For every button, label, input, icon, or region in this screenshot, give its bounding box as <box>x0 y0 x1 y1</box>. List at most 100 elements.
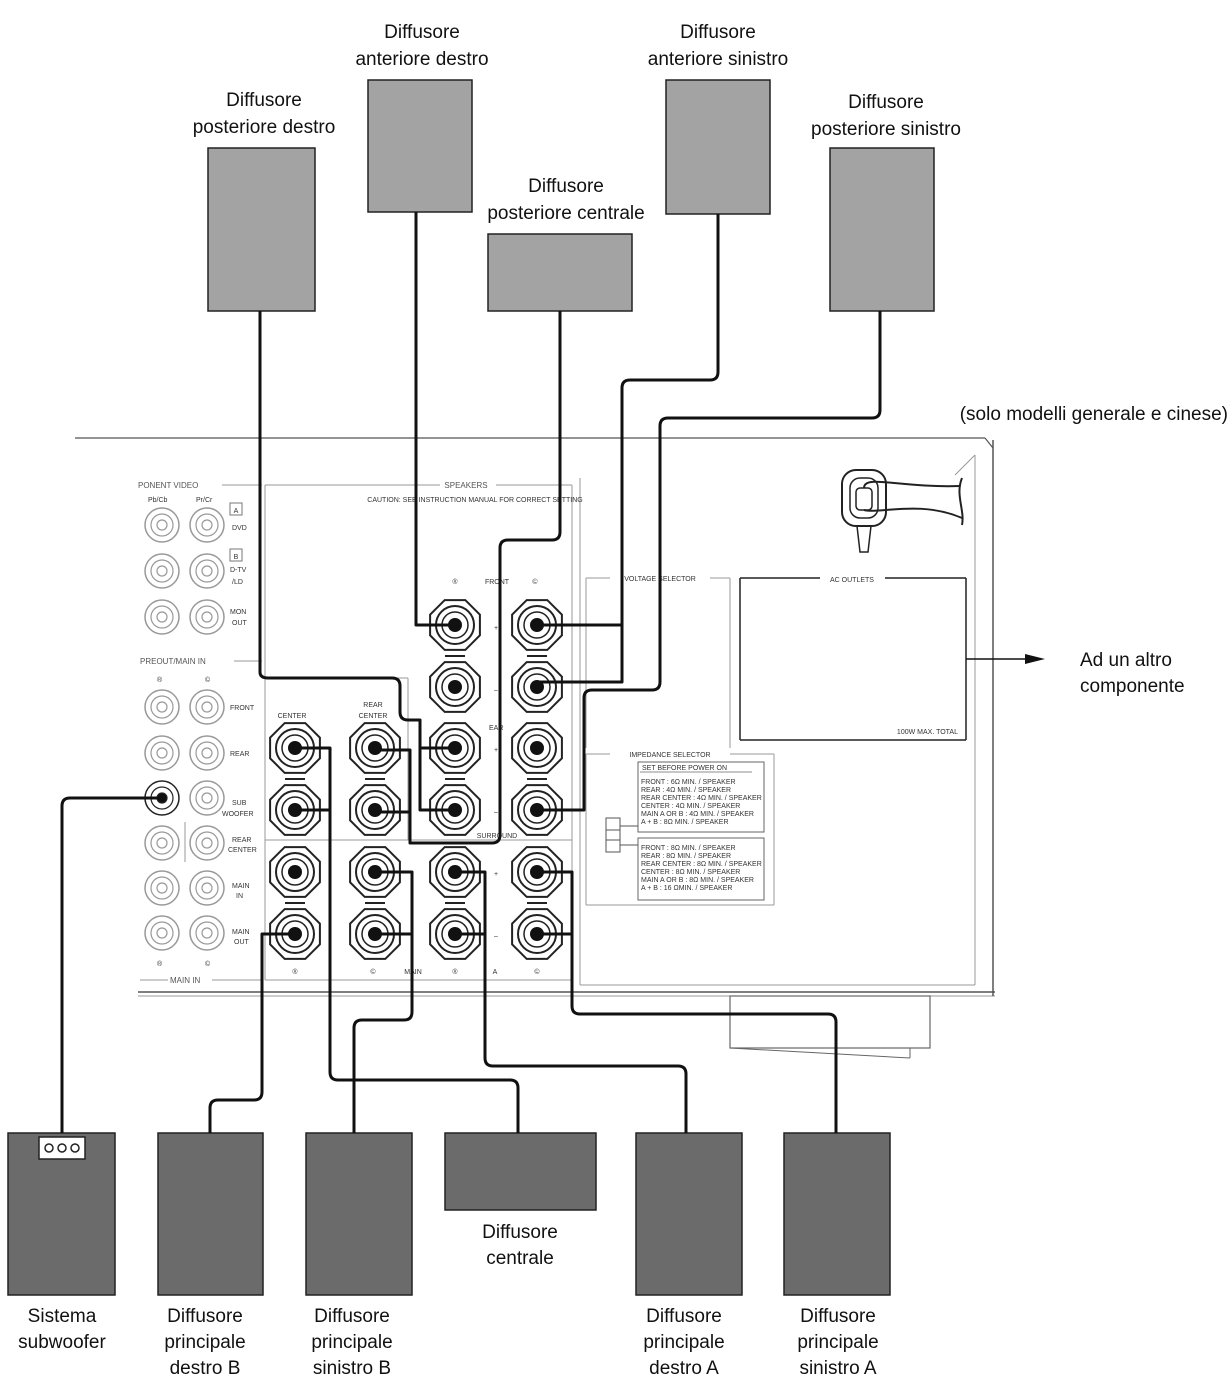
main-right-b-line-1: Diffusore <box>167 1306 243 1327</box>
rca-jack[interactable] <box>144 507 180 543</box>
wire-main-left-a <box>537 932 838 1133</box>
wire-front-right <box>414 212 455 627</box>
mon-label: MON <box>230 609 246 616</box>
rca-jack[interactable] <box>189 689 225 725</box>
main-right-b-line-3: destro B <box>170 1358 241 1379</box>
a-l-mark: © <box>534 968 540 976</box>
set-before-label: SET BEFORE POWER ON <box>642 765 727 772</box>
a-r-mark: ® <box>452 968 458 976</box>
dtv-label: D-TV <box>230 567 247 574</box>
rear-center-label-2: CENTER <box>359 713 388 720</box>
woofer-label: WOOFER <box>222 811 254 818</box>
main-plus: + <box>494 871 498 878</box>
rca-jack[interactable] <box>189 870 225 906</box>
b-l-mark: © <box>370 968 376 976</box>
speakers-label: SPEAKERS <box>444 481 487 490</box>
impedance-row: FRONT : 6Ω MIN. / SPEAKER <box>641 779 736 786</box>
impedance-row: REAR : 8Ω MIN. / SPEAKER <box>641 853 731 860</box>
speaker-main-right-a: Diffusore principale destro A <box>635 1132 743 1379</box>
main-right-a-line-2: principale <box>643 1332 724 1353</box>
b-r-mark: ® <box>292 968 298 976</box>
main-left-b-line-3: sinistro B <box>313 1358 391 1379</box>
speaker-front-left: Diffusore anteriore sinistro <box>648 22 788 215</box>
wire-center <box>295 746 520 1133</box>
rca-jack[interactable] <box>144 915 180 951</box>
ac-outlets-label: AC OUTLETS <box>830 577 874 584</box>
speaker-center: Diffusore centrale <box>444 1132 597 1269</box>
rca-jack[interactable] <box>189 599 225 635</box>
binding-post[interactable] <box>269 846 321 898</box>
ac-outlets: AC OUTLETS 100W MAX. TOTAL Ad un altro c… <box>739 577 1185 741</box>
binding-post[interactable] <box>349 722 401 774</box>
rca-jack[interactable] <box>144 553 180 589</box>
main-left-b-line-1: Diffusore <box>314 1306 390 1327</box>
wire-rear-center <box>375 311 562 845</box>
speaker-main-left-b: Diffusore principale sinistro B <box>305 1132 413 1379</box>
main-left-b-line-2: principale <box>311 1332 392 1353</box>
speaker-terminals <box>269 599 563 960</box>
rca-jack[interactable] <box>144 735 180 771</box>
binding-post[interactable] <box>511 722 563 774</box>
rear-plus: + <box>494 747 498 754</box>
binding-post[interactable] <box>511 661 563 713</box>
speaker-rear-left: Diffusore posteriore sinistro <box>811 92 961 312</box>
impedance-selector-label: IMPEDANCE SELECTOR <box>629 752 710 759</box>
dvd-label: DVD <box>232 525 247 532</box>
rca-jacks <box>144 507 225 951</box>
speaker-wires <box>60 212 882 1133</box>
main-in-jack-label-2: IN <box>236 893 243 900</box>
rca-jack[interactable] <box>144 825 180 861</box>
main-right-b-line-2: principale <box>164 1332 245 1353</box>
power-cord-icon <box>841 469 964 553</box>
wire-front-left <box>537 214 720 627</box>
impedance-row: MAIN A OR B : 4Ω MIN. / SPEAKER <box>641 811 754 818</box>
impedance-row: REAR CENTER : 4Ω MIN. / SPEAKER <box>641 795 762 802</box>
rca-jack[interactable] <box>189 780 225 816</box>
subwoofer: Sistema subwoofer <box>7 1132 116 1353</box>
rca-jack[interactable] <box>189 825 225 861</box>
a-mark: A <box>493 969 498 976</box>
rca-jack[interactable] <box>144 780 180 816</box>
front-r-mark: ® <box>452 578 458 586</box>
impedance-row: A + B : 8Ω MIN. / SPEAKER <box>641 819 729 826</box>
rca-jack[interactable] <box>189 915 225 951</box>
rca-jack[interactable] <box>189 735 225 771</box>
wire-main-left-b-neg <box>352 932 414 1133</box>
binding-post[interactable] <box>429 661 481 713</box>
dvd-letter: A <box>234 508 239 515</box>
wire-front-left-neg <box>537 625 624 684</box>
main-left-a-line-3: sinistro A <box>799 1358 876 1379</box>
mon-out-label: OUT <box>232 620 248 627</box>
impedance-switch-icon <box>605 817 621 853</box>
binding-post[interactable] <box>349 784 401 836</box>
panel-foot <box>729 995 931 1049</box>
front-minus: – <box>494 687 498 694</box>
main-minus: – <box>494 933 498 940</box>
speaker-terminal-section: SPEAKERS CAUTION: SEE INSTRUCTION MANUAL… <box>264 481 583 981</box>
component-video-label: PONENT VIDEO <box>138 481 198 490</box>
main-out-jack-label: MAIN <box>232 929 250 936</box>
center-terminals-label: CENTER <box>278 713 307 720</box>
impedance-row: MAIN A OR B : 8Ω MIN. / SPEAKER <box>641 877 754 884</box>
wire-main-left-a-pos <box>537 870 574 934</box>
center-line-1: Diffusore <box>482 1222 558 1243</box>
surround-label: SURROUND <box>477 833 517 840</box>
preout-label: PREOUT/MAIN IN <box>140 657 206 666</box>
caution-label: CAUTION: SEE INSTRUCTION MANUAL FOR CORR… <box>367 497 582 504</box>
rear-center-line-1: Diffusore <box>528 176 604 197</box>
speaker-front-right: Diffusore anteriore destro <box>355 22 489 213</box>
receiver-rear-panel <box>75 437 995 1059</box>
rca-jack[interactable] <box>189 507 225 543</box>
preout-r-mark: ® <box>157 676 163 684</box>
wire-main-right-a <box>455 870 688 1133</box>
rca-jack[interactable] <box>189 553 225 589</box>
rca-jack[interactable] <box>144 599 180 635</box>
rca-jack[interactable] <box>144 689 180 725</box>
impedance-row: CENTER : 8Ω MIN. / SPEAKER <box>641 869 740 876</box>
speaker-rear-center: Diffusore posteriore centrale <box>487 176 645 312</box>
preout-l-mark: © <box>205 676 211 684</box>
rca-jack[interactable] <box>144 870 180 906</box>
front-jack-label: FRONT <box>230 705 255 712</box>
wire-rear-left <box>537 311 882 812</box>
rear-right-line-2: posteriore destro <box>193 117 336 138</box>
